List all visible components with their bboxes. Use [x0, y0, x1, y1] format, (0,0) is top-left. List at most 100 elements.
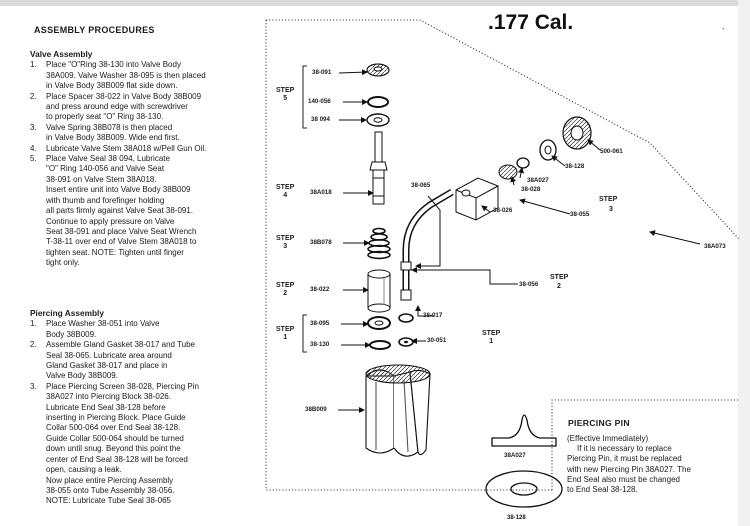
notice-line: If it is necessary to replace [577, 444, 672, 454]
step-line: Collar 500-064 over End Seal 38-128. [46, 423, 181, 433]
step-line: Body 38B009. [46, 329, 97, 339]
leader-lines-left [338, 69, 374, 413]
piercing-pin-part [516, 157, 530, 169]
step-line: 38-055 onto Tube Assembly 38-056. [46, 485, 175, 495]
tube-assembly-part [400, 188, 454, 301]
step-line: Place Piercing Screen 38-028, Piercing P… [46, 381, 199, 391]
step-line: in Valve Body 38B009. Wide end first. [46, 133, 180, 143]
gland-gasket-part [398, 313, 414, 323]
diagram-step-2-right: STEP [550, 274, 569, 281]
label-38-130: 38-130 [310, 341, 330, 348]
step-number: 1. [30, 60, 37, 70]
step-line: with thumb and forefinger holding [46, 195, 165, 205]
label-38A073: 38A073 [704, 243, 726, 250]
piercing-screen-part [498, 164, 518, 180]
label-38-094: 38 094 [311, 116, 330, 123]
label-500-064: 500-061 [600, 148, 623, 155]
caliber-title: .177 Cal. [488, 11, 574, 34]
valve-assembly-section: Valve Assembly 1.Place "O"Ring 38-130 in… [30, 49, 262, 269]
leader-lines-right [411, 139, 701, 344]
notice-line: End Seal also must be changed [567, 474, 680, 484]
step-line: Gland Gasket 38-017 and place in [46, 361, 168, 371]
notice-line: to End Seal 38-128. [567, 485, 638, 495]
step-line: Seal 38-065. Lubricate area around [46, 350, 172, 360]
step-line: NOTE: Lubricate Tube Seal 38-065 [46, 496, 171, 506]
piercing-assembly-section: Piercing Assembly 1.Place Washer 38-051 … [30, 308, 262, 507]
step-line: Place Valve Seal 38 094, Lubricate [46, 154, 170, 164]
step-line: "O" Ring 140-056 and Valve Seat [46, 164, 165, 174]
step-text: Place Valve Seal 38 094, Lubricate"O" Ri… [46, 154, 262, 268]
notice-line: with new Piercing Pin 38A027. The [567, 464, 691, 474]
piercing-pin-sketch [485, 414, 563, 508]
dotted-frame [265, 19, 741, 491]
label-38-051: 30-051 [427, 337, 447, 344]
label-38-055: 38-055 [570, 211, 590, 218]
piercing-pin-subtitle: (Effective Immediately) [567, 434, 649, 443]
label-38B009: 38B009 [305, 406, 327, 413]
diagram-step-2-right-num: 2 [557, 283, 561, 290]
piercing-pin-part-label: 38A027 [504, 452, 526, 459]
label-38-065: 38-065 [411, 182, 431, 189]
step-number: 3. [30, 381, 37, 391]
step-text: Place Piercing Screen 38-028, Piercing P… [46, 382, 262, 507]
step-line: Place Washer 38-051 into Valve [46, 319, 160, 329]
label-38A027: 38A027 [527, 177, 549, 184]
valve-body-part [365, 364, 431, 457]
step-line: Place Spacer 38-022 in Valve Body 38B009 [46, 91, 202, 101]
step-line: Lubricate Valve Stem 38A018 w/Pell Gun O… [46, 143, 207, 153]
label-140-056: 140-056 [308, 98, 331, 105]
piercing-step: 3. Place Piercing Screen 38-028, Piercing… [30, 382, 262, 507]
step-number: 3. [30, 122, 37, 132]
step-line: 38A009. Valve Washer 38-095 is then plac… [46, 70, 206, 80]
valve-spring-part [367, 227, 391, 260]
label-38-128: 38-128 [565, 163, 585, 170]
step-number: 1. [30, 319, 37, 329]
valve-step: 2. Place Spacer 38-022 in Valve Body 38B0… [30, 92, 262, 123]
step-line: all parts firmly against Valve Seat 38-0… [46, 206, 194, 216]
piercing-pin-title: PIERCING PIN [568, 418, 630, 428]
valve-seal-part [366, 113, 390, 127]
step-line: 38-091 on Valve Stem 38A018. [46, 174, 157, 184]
label-38-026: 38-026 [493, 207, 513, 214]
scan-top-edge [0, 0, 750, 6]
piercing-pin-notice: (Effective Immediately) If it is necessa… [567, 434, 739, 495]
end-seal-part [539, 139, 557, 161]
label-38-022: 38-022 [310, 286, 330, 293]
washer-38-051-part [398, 337, 414, 347]
step-line: Insert entire unit into Valve Body 38B00… [46, 185, 191, 195]
step-line: and press around edge with screwdriver [46, 102, 188, 112]
step-line: open, causing a leak. [46, 465, 122, 475]
notice-line: Piercing Pin, it must be replaced [567, 454, 682, 464]
valve-washer-part [367, 316, 391, 330]
step-number: 5. [30, 154, 37, 164]
step-line: tighten seat. NOTE: Tighten until finger [46, 247, 184, 257]
assembly-procedures-heading: ASSEMBLY PROCEDURES [34, 25, 155, 35]
step-line: 38A027 into Piercing Block 38-026. [46, 392, 171, 402]
step-number: 2. [30, 91, 37, 101]
step-text: Lubricate Valve Stem 38A018 w/Pell Gun O… [46, 144, 262, 154]
step-line: Valve Body 38B009. [46, 371, 118, 381]
valve-stem-part [369, 131, 388, 205]
guide-collar-part [562, 116, 592, 150]
step-line: Place "O"Ring 38-130 into Valve Body [46, 60, 181, 70]
step-line: Now place entire Piercing Assembly [46, 475, 174, 485]
o-ring-140-056 [367, 96, 389, 108]
step-line: Guide Collar 500-064 should be turned [46, 433, 184, 443]
step-line: Assemble Gland Gasket 38-017 and Tube [46, 340, 195, 350]
